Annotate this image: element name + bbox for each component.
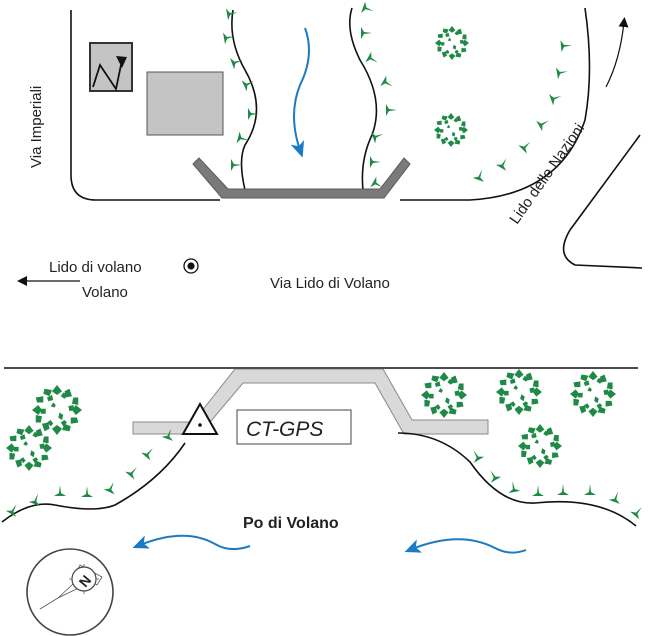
river-west-embankment (5, 426, 177, 517)
town-marker-icon (183, 258, 199, 274)
river-north-bank-west (1, 442, 186, 523)
tree (421, 372, 467, 418)
label-via-lido-di-volano: Via Lido di Volano (270, 275, 390, 292)
canal-left-bank (231, 9, 258, 191)
road-lido-delle-nazioni-outer-edge (562, 134, 643, 269)
label-ct-gps: CT-GPS (246, 418, 323, 441)
tree (518, 424, 562, 468)
building (146, 71, 224, 136)
label-lido-delle-nazioni: Lido delle Nazioni (506, 121, 588, 228)
canal-right-bank (349, 7, 378, 191)
road-lido-delle-nazioni-edge (400, 7, 591, 201)
tree (435, 26, 469, 60)
river-flow-arrow-east (404, 538, 527, 554)
river-north-bank-east (397, 432, 637, 527)
tree (434, 113, 468, 147)
label-volano: Volano (82, 284, 128, 301)
tree (6, 425, 53, 471)
road-via-imperiali-edge (70, 10, 220, 201)
canal-flow-arrow (290, 27, 310, 158)
tree (570, 371, 616, 417)
river-east-embankment (468, 447, 647, 520)
label-lido-di-volano: Lido di volano (49, 259, 142, 276)
river-flow-arrow-west (132, 534, 251, 550)
canal-right-embankment (361, 1, 397, 193)
bridge (192, 157, 411, 199)
label-via-imperiali: Via Imperiali (28, 86, 45, 168)
compass-icon: N (26, 548, 114, 636)
building-with-antenna (89, 42, 133, 92)
label-po-di-volano: Po di Volano (243, 515, 339, 532)
tree (32, 385, 82, 435)
gps-station-marker-icon (181, 401, 219, 435)
direction-arrow-north (605, 17, 629, 88)
station-label-box (236, 409, 352, 445)
tree (496, 369, 542, 415)
